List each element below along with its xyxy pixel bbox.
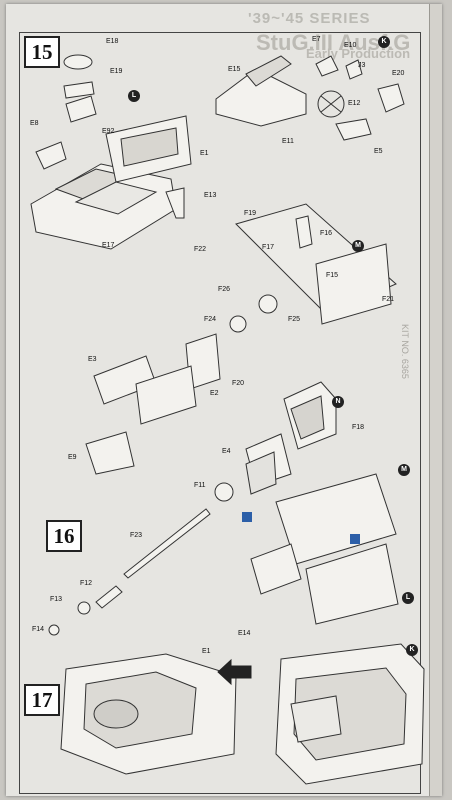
marker-m: M bbox=[352, 240, 364, 252]
part-label: F14 bbox=[32, 626, 45, 633]
step-number-16: 16 bbox=[46, 520, 82, 552]
part-label: E1 bbox=[200, 150, 209, 157]
marker-l: L bbox=[128, 90, 140, 102]
part-label: E92 bbox=[102, 128, 115, 135]
marker-n: N bbox=[332, 396, 344, 408]
part-label: E12 bbox=[348, 100, 361, 107]
part-label: E4 bbox=[222, 448, 231, 455]
part-label: F16 bbox=[320, 230, 333, 237]
assembly-drawing bbox=[30, 54, 425, 785]
assembled-vehicle-left bbox=[60, 653, 237, 775]
part-label: F11 bbox=[194, 482, 206, 489]
part-label: F13 bbox=[50, 596, 63, 603]
part-label: E2 bbox=[210, 390, 219, 397]
blue-marker-icon bbox=[350, 534, 360, 544]
part-label: E5 bbox=[374, 148, 383, 155]
instruction-page: '39~'45 SERIES StuG.III Ausf.G Early Pro… bbox=[6, 4, 442, 796]
marker-l: L bbox=[402, 592, 414, 604]
part-label: E19 bbox=[110, 68, 123, 75]
part-label: E13 bbox=[204, 192, 217, 199]
part-label: F26 bbox=[218, 286, 231, 293]
part-label: E1 bbox=[202, 648, 211, 655]
marker-k: K bbox=[378, 36, 390, 48]
part-label: E18 bbox=[106, 38, 119, 45]
series-heading: '39~'45 SERIES bbox=[248, 10, 371, 27]
steps-frame bbox=[19, 32, 421, 794]
part-label: F19 bbox=[244, 210, 257, 217]
hull-floor-assembly bbox=[30, 54, 192, 250]
part-label: E3 bbox=[88, 356, 97, 363]
part-label: E8 bbox=[30, 120, 39, 127]
gun-mount-assembly bbox=[85, 203, 397, 475]
part-label: F24 bbox=[204, 316, 217, 323]
part-label: F21 bbox=[382, 296, 395, 303]
part-label: F20 bbox=[232, 380, 245, 387]
part-label: E11 bbox=[282, 138, 294, 145]
step-number-17: 17 bbox=[24, 684, 60, 716]
part-label: F22 bbox=[194, 246, 207, 253]
blue-marker-icon bbox=[242, 512, 252, 522]
marker-m: M bbox=[398, 464, 410, 476]
interior-parts-assembly bbox=[215, 55, 405, 141]
part-label: F25 bbox=[288, 316, 301, 323]
gun-barrel-assembly bbox=[48, 473, 399, 636]
step-number-15: 15 bbox=[24, 36, 60, 68]
part-label: E20 bbox=[392, 70, 405, 77]
part-label: F23 bbox=[130, 532, 143, 539]
part-label: F15 bbox=[326, 272, 339, 279]
mantlet-assembly bbox=[245, 381, 337, 495]
marker-k: K bbox=[406, 644, 418, 656]
part-label: E9 bbox=[68, 454, 77, 461]
assembled-vehicle-right bbox=[275, 643, 425, 785]
part-label: F17 bbox=[262, 244, 275, 251]
part-label: E10 bbox=[344, 42, 357, 49]
part-label: F18 bbox=[352, 424, 365, 431]
arrow-icon bbox=[217, 658, 252, 686]
part-label: E14 bbox=[238, 630, 251, 637]
part-label: E15 bbox=[228, 66, 241, 73]
part-label: J3 bbox=[358, 62, 366, 69]
part-label: E7 bbox=[312, 36, 321, 43]
part-label: E17 bbox=[102, 242, 115, 249]
page-edge bbox=[429, 4, 442, 796]
part-label: F12 bbox=[80, 580, 93, 587]
